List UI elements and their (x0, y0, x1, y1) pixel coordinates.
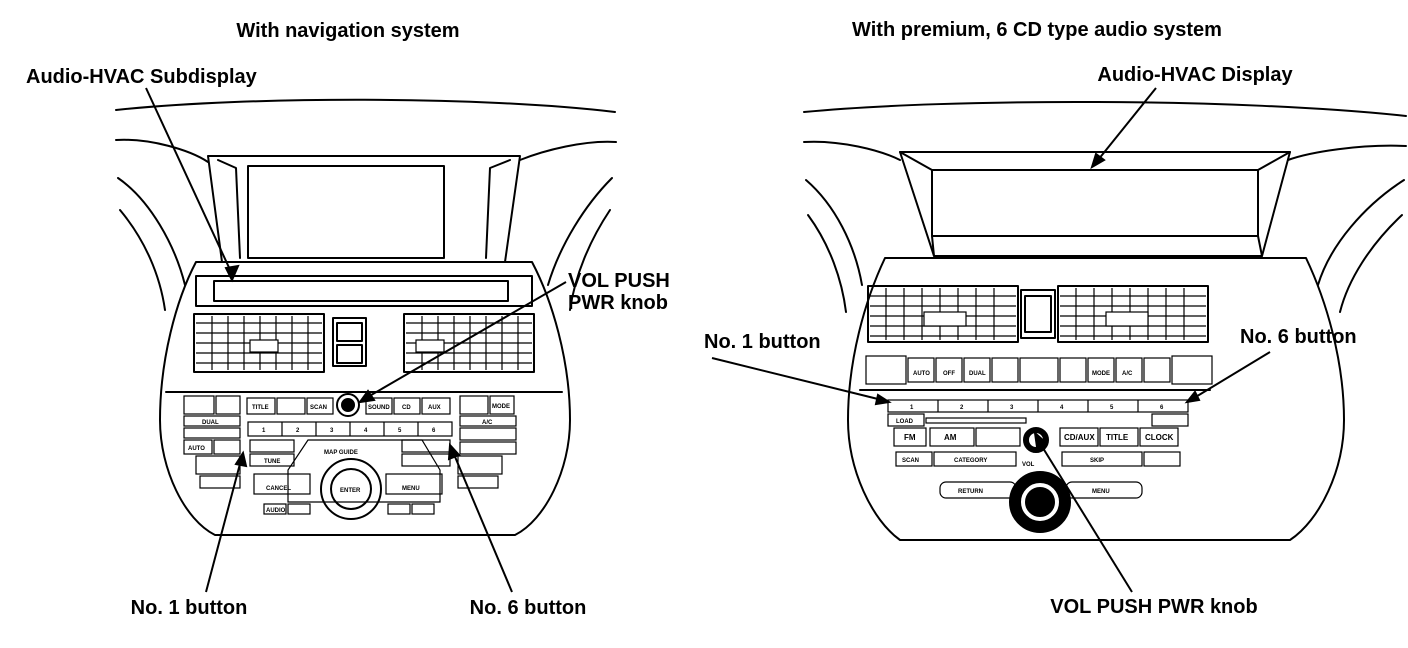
left-knob-callout-line2: PWR knob (568, 292, 668, 314)
audio-preset-1[interactable]: 1 (910, 405, 914, 411)
nav-mode-key[interactable]: MODE (492, 404, 510, 410)
audio-preset-2[interactable]: 2 (960, 405, 964, 411)
nav-preset-4[interactable]: 4 (364, 428, 368, 434)
left-display-callout: Audio-HVAC Subdisplay (26, 66, 257, 88)
audio-preset-4[interactable]: 4 (1060, 405, 1064, 411)
nav-preset-6[interactable]: 6 (432, 428, 436, 434)
audio-category-key[interactable]: CATEGORY (954, 458, 987, 464)
audio-menu-key[interactable]: MENU (1092, 489, 1110, 495)
nav-menu-key[interactable]: MENU (402, 486, 420, 492)
audio-title-key[interactable]: TITLE (1106, 433, 1129, 442)
nav-preset-5[interactable]: 5 (398, 428, 402, 434)
left-no6-callout: No. 6 button (469, 597, 587, 619)
left-no1-callout: No. 1 button (130, 597, 248, 619)
audio-mode-key[interactable]: MODE (1092, 371, 1110, 377)
right-knob-callout: VOL PUSH PWR knob (1050, 596, 1258, 618)
nav-auto-key[interactable]: AUTO (188, 446, 205, 452)
nav-audio-key[interactable]: AUDIO (266, 508, 286, 514)
nav-preset-3[interactable]: 3 (330, 428, 334, 434)
nav-ac-key[interactable]: A/C (482, 420, 493, 426)
audio-dual-key[interactable]: DUAL (969, 371, 986, 377)
audio-auto-key[interactable]: AUTO (913, 371, 930, 377)
audio-vol-label: VOL (1022, 462, 1035, 468)
audio-skip-key[interactable]: SKIP (1090, 458, 1104, 464)
nav-enter-key[interactable]: ENTER (340, 488, 361, 494)
audio-preset-6[interactable]: 6 (1160, 405, 1164, 411)
audio-return-key[interactable]: RETURN (958, 489, 983, 495)
right-no1-callout: No. 1 button (704, 331, 821, 353)
right-display-callout: Audio-HVAC Display (1097, 64, 1293, 86)
left-diagram-title: With navigation system (236, 20, 460, 42)
nav-preset-1[interactable]: 1 (262, 428, 266, 434)
nav-tune-key[interactable]: TUNE (264, 459, 280, 465)
nav-preset-2[interactable]: 2 (296, 428, 300, 434)
right-diagram-title: With premium, 6 CD type audio system (852, 19, 1222, 41)
nav-sound-key[interactable]: SOUND (368, 405, 390, 411)
audio-load-key[interactable]: LOAD (896, 419, 914, 425)
nav-aux-key[interactable]: AUX (428, 405, 441, 411)
left-knob-callout-line1: VOL PUSH (568, 270, 670, 292)
audio-fm-key[interactable]: FM (904, 433, 916, 442)
audio-preset-5[interactable]: 5 (1110, 405, 1114, 411)
audio-ac-key[interactable]: A/C (1122, 371, 1133, 377)
right-no6-callout: No. 6 button (1240, 326, 1357, 348)
nav-cd-key[interactable]: CD (402, 405, 411, 411)
nav-cancel-key[interactable]: CANCEL (266, 486, 291, 492)
nav-dual-key[interactable]: DUAL (202, 420, 219, 426)
audio-clock-key[interactable]: CLOCK (1145, 433, 1174, 442)
nav-map-guide-key[interactable]: MAP GUIDE (324, 450, 358, 456)
audio-off-key[interactable]: OFF (943, 371, 955, 377)
nav-scan-key[interactable]: SCAN (310, 405, 327, 411)
audio-preset-3[interactable]: 3 (1010, 405, 1014, 411)
nav-title-key[interactable]: TITLE (252, 405, 269, 411)
audio-cd-aux-key[interactable]: CD/AUX (1064, 433, 1095, 442)
audio-am-key[interactable]: AM (944, 433, 957, 442)
audio-scan-key[interactable]: SCAN (902, 458, 919, 464)
